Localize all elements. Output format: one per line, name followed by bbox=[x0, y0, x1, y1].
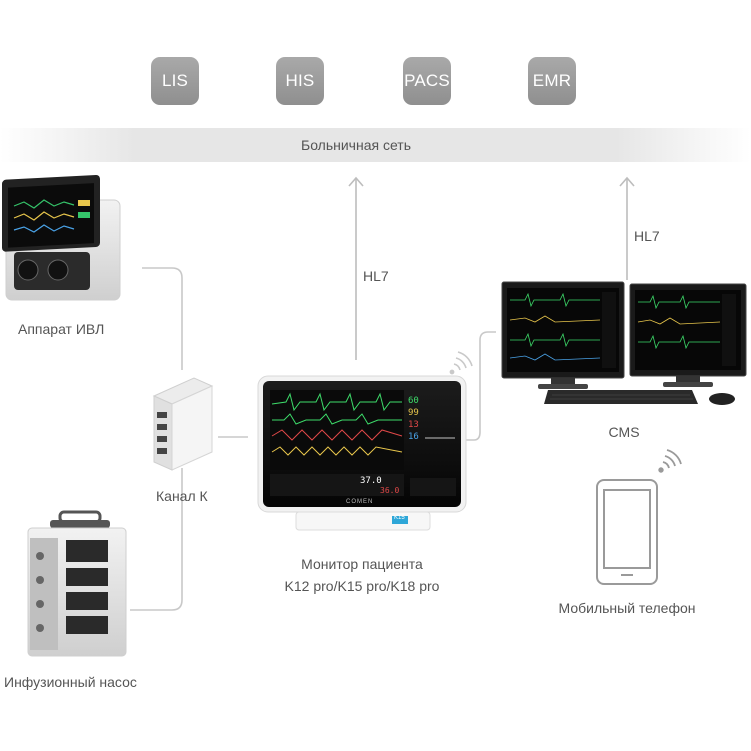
emr-tile: EMR bbox=[528, 57, 576, 105]
readout-hr: 60 bbox=[408, 396, 419, 406]
his-tile: HIS bbox=[276, 57, 324, 105]
hl7-label-left: HL7 bbox=[363, 268, 389, 284]
cms-left-monitor bbox=[501, 281, 625, 389]
channel-k-device bbox=[152, 377, 214, 471]
patient-monitor-device bbox=[257, 375, 467, 531]
readout-temp1: 37.0 bbox=[360, 476, 382, 486]
wifi-icon-monitor bbox=[449, 351, 473, 375]
infusion-pump-label: Инфузионный насос bbox=[4, 674, 137, 690]
monitor-brand: COMEN bbox=[346, 499, 374, 505]
hl7-arrow-left bbox=[348, 176, 364, 360]
readout-resp: 16 bbox=[408, 432, 419, 442]
pacs-tile: PACS bbox=[403, 57, 451, 105]
keyboard-mouse bbox=[544, 390, 735, 405]
mobile-phone-label: Мобильный телефон bbox=[558, 600, 696, 616]
hospital-network-band bbox=[0, 128, 751, 162]
monitor-readouts: 60 99 13 16 bbox=[408, 395, 419, 443]
monitor-label-line1: Монитор пациента bbox=[301, 556, 423, 572]
pacs-label: PACS bbox=[404, 71, 450, 90]
hospital-network-label: Больничная сеть bbox=[301, 137, 411, 153]
emr-label: EMR bbox=[532, 71, 572, 90]
hl7-label-right: HL7 bbox=[634, 228, 660, 244]
ventilator-device bbox=[2, 174, 121, 301]
ventilator-label: Аппарат ИВЛ bbox=[18, 321, 105, 337]
mobile-phone-device bbox=[596, 479, 658, 585]
monitor-model-badge: K15 bbox=[394, 515, 405, 521]
channel-connectors bbox=[130, 267, 496, 611]
readout-spo2: 99 bbox=[408, 408, 419, 418]
cms-label: CMS bbox=[608, 424, 640, 440]
hl7-arrow-right bbox=[619, 176, 635, 280]
readout-temp2: 36.0 bbox=[380, 486, 400, 495]
wifi-icon-phone bbox=[658, 449, 682, 473]
monitor-label-line2: K12 pro/K15 pro/K18 pro bbox=[284, 578, 440, 594]
channel-k-label: Канал К bbox=[156, 488, 208, 504]
cms-right-monitor bbox=[629, 283, 747, 387]
lis-tile: LIS bbox=[151, 57, 199, 105]
lis-label: LIS bbox=[161, 71, 189, 90]
infusion-pump-device bbox=[27, 510, 127, 657]
readout-nibp: 13 bbox=[408, 420, 419, 430]
his-label: HIS bbox=[285, 71, 315, 90]
